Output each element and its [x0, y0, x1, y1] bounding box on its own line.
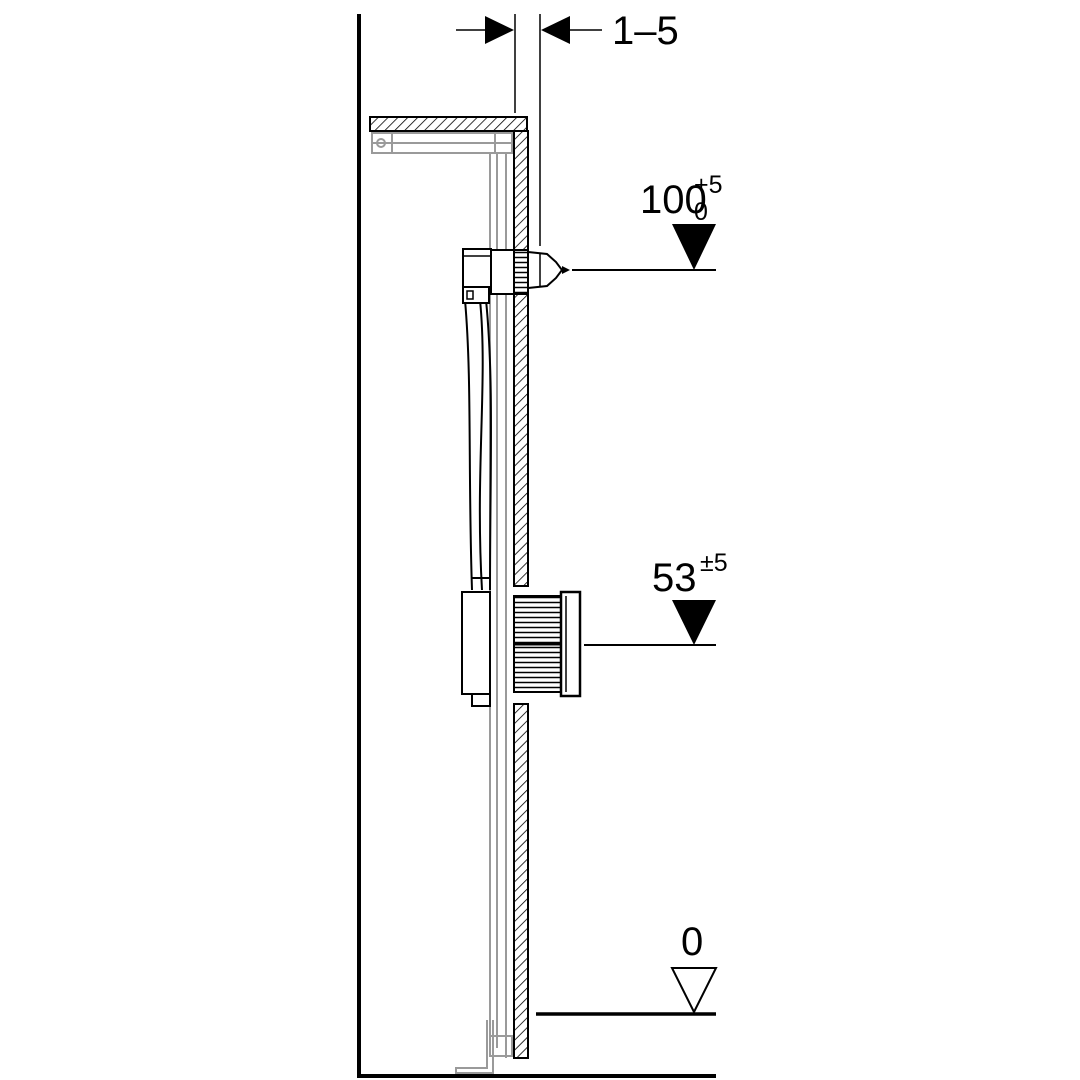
- level-value: 100: [640, 178, 707, 222]
- level-marker-upper: 100 +5 0: [572, 171, 723, 271]
- top-ledge: [369, 116, 528, 132]
- level-tolerance-upper: +5: [694, 171, 723, 199]
- level-marker-middle: 53 ±5: [584, 549, 728, 646]
- dimension-arrow-right: [541, 16, 570, 44]
- level-tolerance-lower: 0: [694, 198, 708, 226]
- level-triangle-icon: [672, 600, 716, 645]
- level-value: 53: [652, 556, 697, 600]
- level-tolerance: ±5: [700, 549, 728, 577]
- gap-dimension: 1–5: [456, 9, 679, 246]
- level-triangle-icon: [672, 224, 716, 270]
- flexible-hose: [464, 299, 492, 591]
- level-triangle-outline-icon: [670, 967, 718, 1015]
- level-marker-floor: 0: [670, 920, 718, 1015]
- front-wall-panel: [513, 130, 529, 1059]
- upper-connection-fitting: [462, 248, 570, 304]
- gap-dimension-label: 1–5: [612, 9, 679, 53]
- dimension-arrow-left: [485, 16, 514, 44]
- lower-connection-box: [461, 590, 582, 707]
- finished-floor: [357, 1012, 716, 1078]
- level-value: 0: [681, 920, 703, 964]
